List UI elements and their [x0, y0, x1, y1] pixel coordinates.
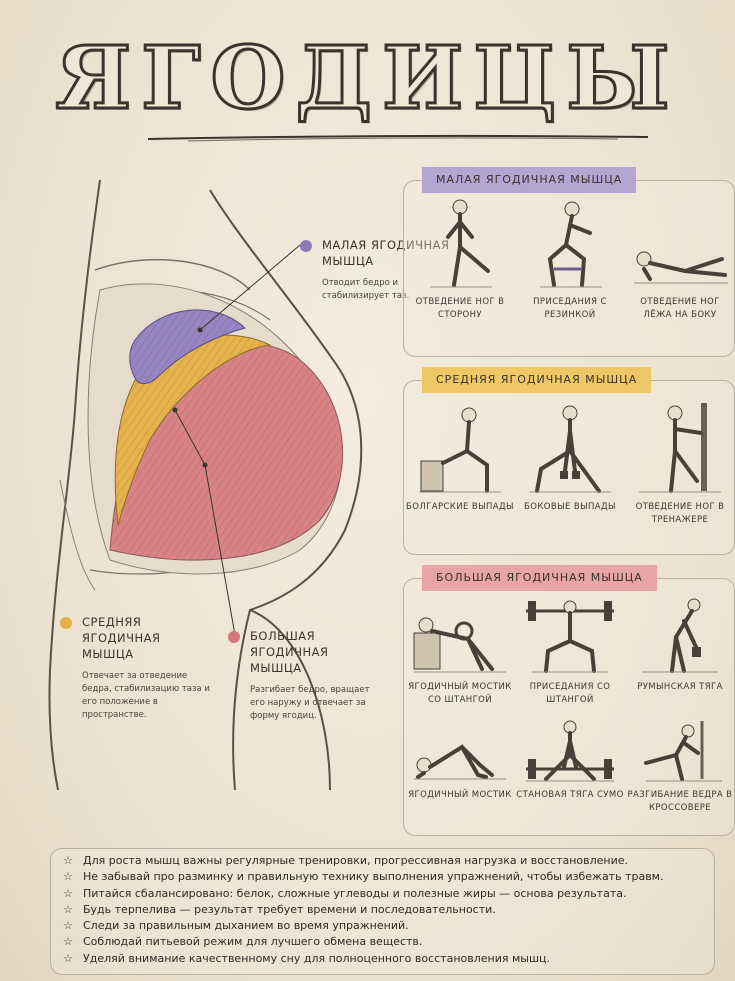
- exercise-card: БОЛГАРСКИЕ ВЫПАДЫ: [406, 399, 514, 514]
- section-minimus-title: МАЛАЯ ЯГОДИЧНАЯ МЫШЦА: [422, 167, 637, 193]
- exercise-name: РАЗГИБАНИЕ ВЕДРА В КРОССОВЕРЕ: [627, 790, 733, 813]
- glute-bridge-icon: [414, 744, 506, 780]
- note-medius-name: СРЕДНЯЯ ЯГОДИЧНАЯ МЫШЦА: [82, 615, 161, 661]
- exercise-card: РУМЫНСКАЯ ТЯГА: [626, 595, 734, 694]
- tip-item: ☆Питайся сбалансировано: белок, сложные …: [63, 886, 714, 902]
- exercise-card: ОТВЕДЕНИЕ НОГ ЛЁЖА НА БОКУ: [626, 197, 734, 322]
- side-leg-raise-icon: [430, 199, 492, 288]
- exercise-card: БОКОВЫЕ ВЫПАДЫ: [516, 399, 624, 514]
- medius-color-dot: [60, 617, 72, 629]
- exercise-name: ЯГОДИЧНЫЙ МОСТИК: [408, 790, 512, 800]
- exercise-card: ПРИСЕДАНИЯ С РЕЗИНКОЙ: [516, 197, 624, 322]
- exercise-card: ОТВЕДЕНИЕ НОГ В СТОРОНУ: [406, 197, 514, 322]
- page-title: ЯГОДИЦЫ: [54, 27, 680, 131]
- band-squat-icon: [540, 201, 602, 288]
- exercise-name: БОЛГАРСКИЕ ВЫПАДЫ: [406, 502, 514, 512]
- exercise-name: ЯГОДИЧНЫЙ МОСТИК СО ШТАНГОЙ: [408, 682, 512, 705]
- tips-list: ☆Для роста мышц важны регулярные трениро…: [51, 849, 714, 967]
- exercise-name: БОКОВЫЕ ВЫПАДЫ: [524, 502, 616, 512]
- star-icon: ☆: [63, 951, 73, 965]
- section-maximus-title: БОЛЬШАЯ ЯГОДИЧНАЯ МЫШЦА: [422, 565, 657, 591]
- minimus-color-dot: [300, 240, 312, 252]
- section-maximus-panel: БОЛЬШАЯ ЯГОДИЧНАЯ МЫШЦА ЯГОДИЧНЫЙ МОСТИК…: [403, 565, 735, 836]
- romanian-deadlift-icon: [642, 598, 718, 673]
- note-minimus-desc: Отводит бедро и стабилизирует таз.: [322, 278, 410, 301]
- tip-item: ☆Будь терпелива — результат требует врем…: [63, 902, 714, 918]
- note-medius: СРЕДНЯЯ ЯГОДИЧНАЯ МЫШЦА Отвечает за отве…: [60, 614, 210, 722]
- machine-abduction-icon: [639, 403, 721, 493]
- exercise-name: СТАНОВАЯ ТЯГА СУМО: [516, 790, 624, 800]
- maximus-color-dot: [228, 631, 240, 643]
- exercise-card: СТАНОВАЯ ТЯГА СУМО: [516, 719, 624, 802]
- exercise-name: ОТВЕДЕНИЕ НОГ ЛЁЖА НА БОКУ: [640, 297, 720, 320]
- exercise-card: ПРИСЕДАНИЯ СО ШТАНГОЙ: [516, 595, 624, 707]
- exercise-card: ЯГОДИЧНЫЙ МОСТИК: [406, 719, 514, 802]
- star-icon: ☆: [63, 919, 73, 933]
- section-minimus-panel: МАЛАЯ ЯГОДИЧНАЯ МЫШЦА ОТВЕДЕНИЕ НОГ В СТ…: [403, 167, 735, 357]
- exercise-name: ПРИСЕДАНИЯ СО ШТАНГОЙ: [529, 682, 611, 705]
- exercise-name: ПРИСЕДАНИЯ С РЕЗИНКОЙ: [533, 297, 607, 320]
- exercise-card: РАЗГИБАНИЕ ВЕДРА В КРОССОВЕРЕ: [626, 719, 734, 815]
- glute-anatomy-illustration: [48, 179, 363, 790]
- barbell-squat-icon: [526, 600, 614, 673]
- exercise-card: ЯГОДИЧНЫЙ МОСТИК СО ШТАНГОЙ: [406, 595, 514, 707]
- star-icon: ☆: [63, 935, 73, 949]
- tip-item: ☆Соблюдай питьевой режим для лучшего обм…: [63, 934, 714, 950]
- exercise-name: ОТВЕДЕНИЕ НОГ В СТОРОНУ: [415, 297, 505, 320]
- tip-item: ☆Следи за правильным дыханием во время у…: [63, 918, 714, 934]
- section-medius-panel: СРЕДНЯЯ ЯГОДИЧНАЯ МЫШЦА БОЛГАРСКИЕ ВЫПАД…: [403, 367, 735, 555]
- cable-kickback-icon: [644, 721, 722, 782]
- note-maximus-desc: Разгибает бедро, вращает его наружу и от…: [250, 685, 370, 721]
- star-icon: ☆: [63, 902, 73, 916]
- star-icon: ☆: [63, 870, 73, 884]
- section-medius-title: СРЕДНЯЯ ЯГОДИЧНАЯ МЫШЦА: [422, 367, 652, 393]
- note-minimus: МАЛАЯ ЯГОДИЧНАЯ МЫШЦА Отводит бедро и ст…: [300, 237, 450, 303]
- sumo-deadlift-icon: [526, 720, 614, 782]
- note-minimus-name: МАЛАЯ ЯГОДИЧНАЯ МЫШЦА: [322, 238, 450, 268]
- barbell-hip-thrust-icon: [413, 617, 506, 673]
- note-maximus-name: БОЛЬШАЯ ЯГОДИЧНАЯ МЫШЦА: [250, 629, 329, 675]
- star-icon: ☆: [63, 854, 73, 867]
- side-lying-raise-icon: [634, 251, 728, 284]
- tips-box: ☆Для роста мышц важны регулярные трениро…: [50, 848, 715, 975]
- side-lunge-icon: [529, 405, 611, 493]
- star-icon: ☆: [63, 886, 73, 900]
- exercise-name: РУМЫНСКАЯ ТЯГА: [637, 682, 723, 692]
- tip-item: ☆Для роста мышц важны регулярные трениро…: [63, 853, 714, 869]
- note-medius-desc: Отвечает за отведение бедра, стабилизаци…: [82, 671, 210, 720]
- note-maximus: БОЛЬШАЯ ЯГОДИЧНАЯ МЫШЦА Разгибает бедро,…: [228, 628, 378, 723]
- tip-item: ☆Уделяй внимание качественному сну для п…: [63, 951, 714, 967]
- exercise-card: ОТВЕДЕНИЕ НОГ В ТРЕНАЖЕРЕ: [626, 399, 734, 527]
- exercise-name: ОТВЕДЕНИЕ НОГ В ТРЕНАЖЕРЕ: [635, 502, 725, 525]
- title-underline: [148, 134, 648, 142]
- tip-item: ☆Не забывай про разминку и правильную те…: [63, 869, 714, 885]
- bulgarian-lunge-icon: [419, 407, 501, 493]
